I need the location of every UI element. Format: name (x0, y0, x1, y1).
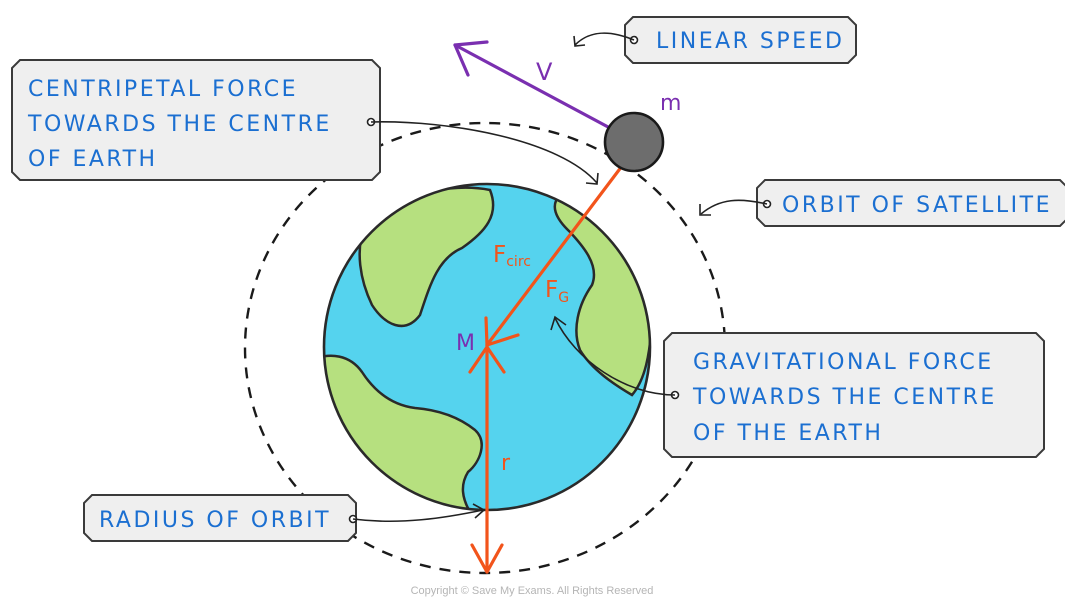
orbit-of-satellite-label: ORBIT OF SATELLITE (699, 179, 1065, 227)
f-circ-main: F (493, 242, 506, 268)
velocity-symbol: V (536, 58, 553, 86)
earth-mass-symbol: M (456, 331, 475, 356)
radius-arrow (468, 343, 506, 574)
gravitational-force-label: GRAVITATIONAL FORCE TOWARDS THE CENTRE O… (550, 315, 1045, 458)
centripetal-line-1: CENTRIPETAL FORCE (28, 77, 298, 102)
satellite-mass-symbol: m (660, 91, 681, 116)
copyright-notice: Copyright © Save My Exams. All Rights Re… (411, 585, 654, 597)
centripetal-force-label: CENTRIPETAL FORCE TOWARDS THE CENTRE OF … (11, 59, 599, 185)
gravitational-line-1: GRAVITATIONAL FORCE (693, 350, 994, 375)
velocity-arrow (453, 40, 612, 130)
f-g-symbol: FG (545, 277, 569, 306)
earth (322, 182, 652, 512)
centripetal-line-3: OF EARTH (28, 147, 158, 172)
radius-of-orbit-label: RADIUS OF ORBIT (83, 494, 486, 542)
f-g-main: F (545, 277, 558, 303)
radius-symbol: r (501, 451, 511, 476)
linear-speed-label: LINEAR SPEED (573, 16, 857, 64)
orbit-text: ORBIT OF SATELLITE (782, 193, 1052, 218)
gravitational-line-3: OF THE EARTH (693, 421, 883, 446)
f-g-subscript: G (558, 290, 569, 306)
satellite (603, 111, 665, 173)
radius-text: RADIUS OF ORBIT (99, 508, 331, 533)
f-circ-subscript: circ (506, 254, 531, 270)
linear-speed-text: LINEAR SPEED (656, 29, 844, 54)
centripetal-line-2: TOWARDS THE CENTRE (27, 112, 332, 137)
f-circ-symbol: Fcirc (493, 242, 531, 270)
gravitational-line-2: TOWARDS THE CENTRE (692, 385, 997, 410)
